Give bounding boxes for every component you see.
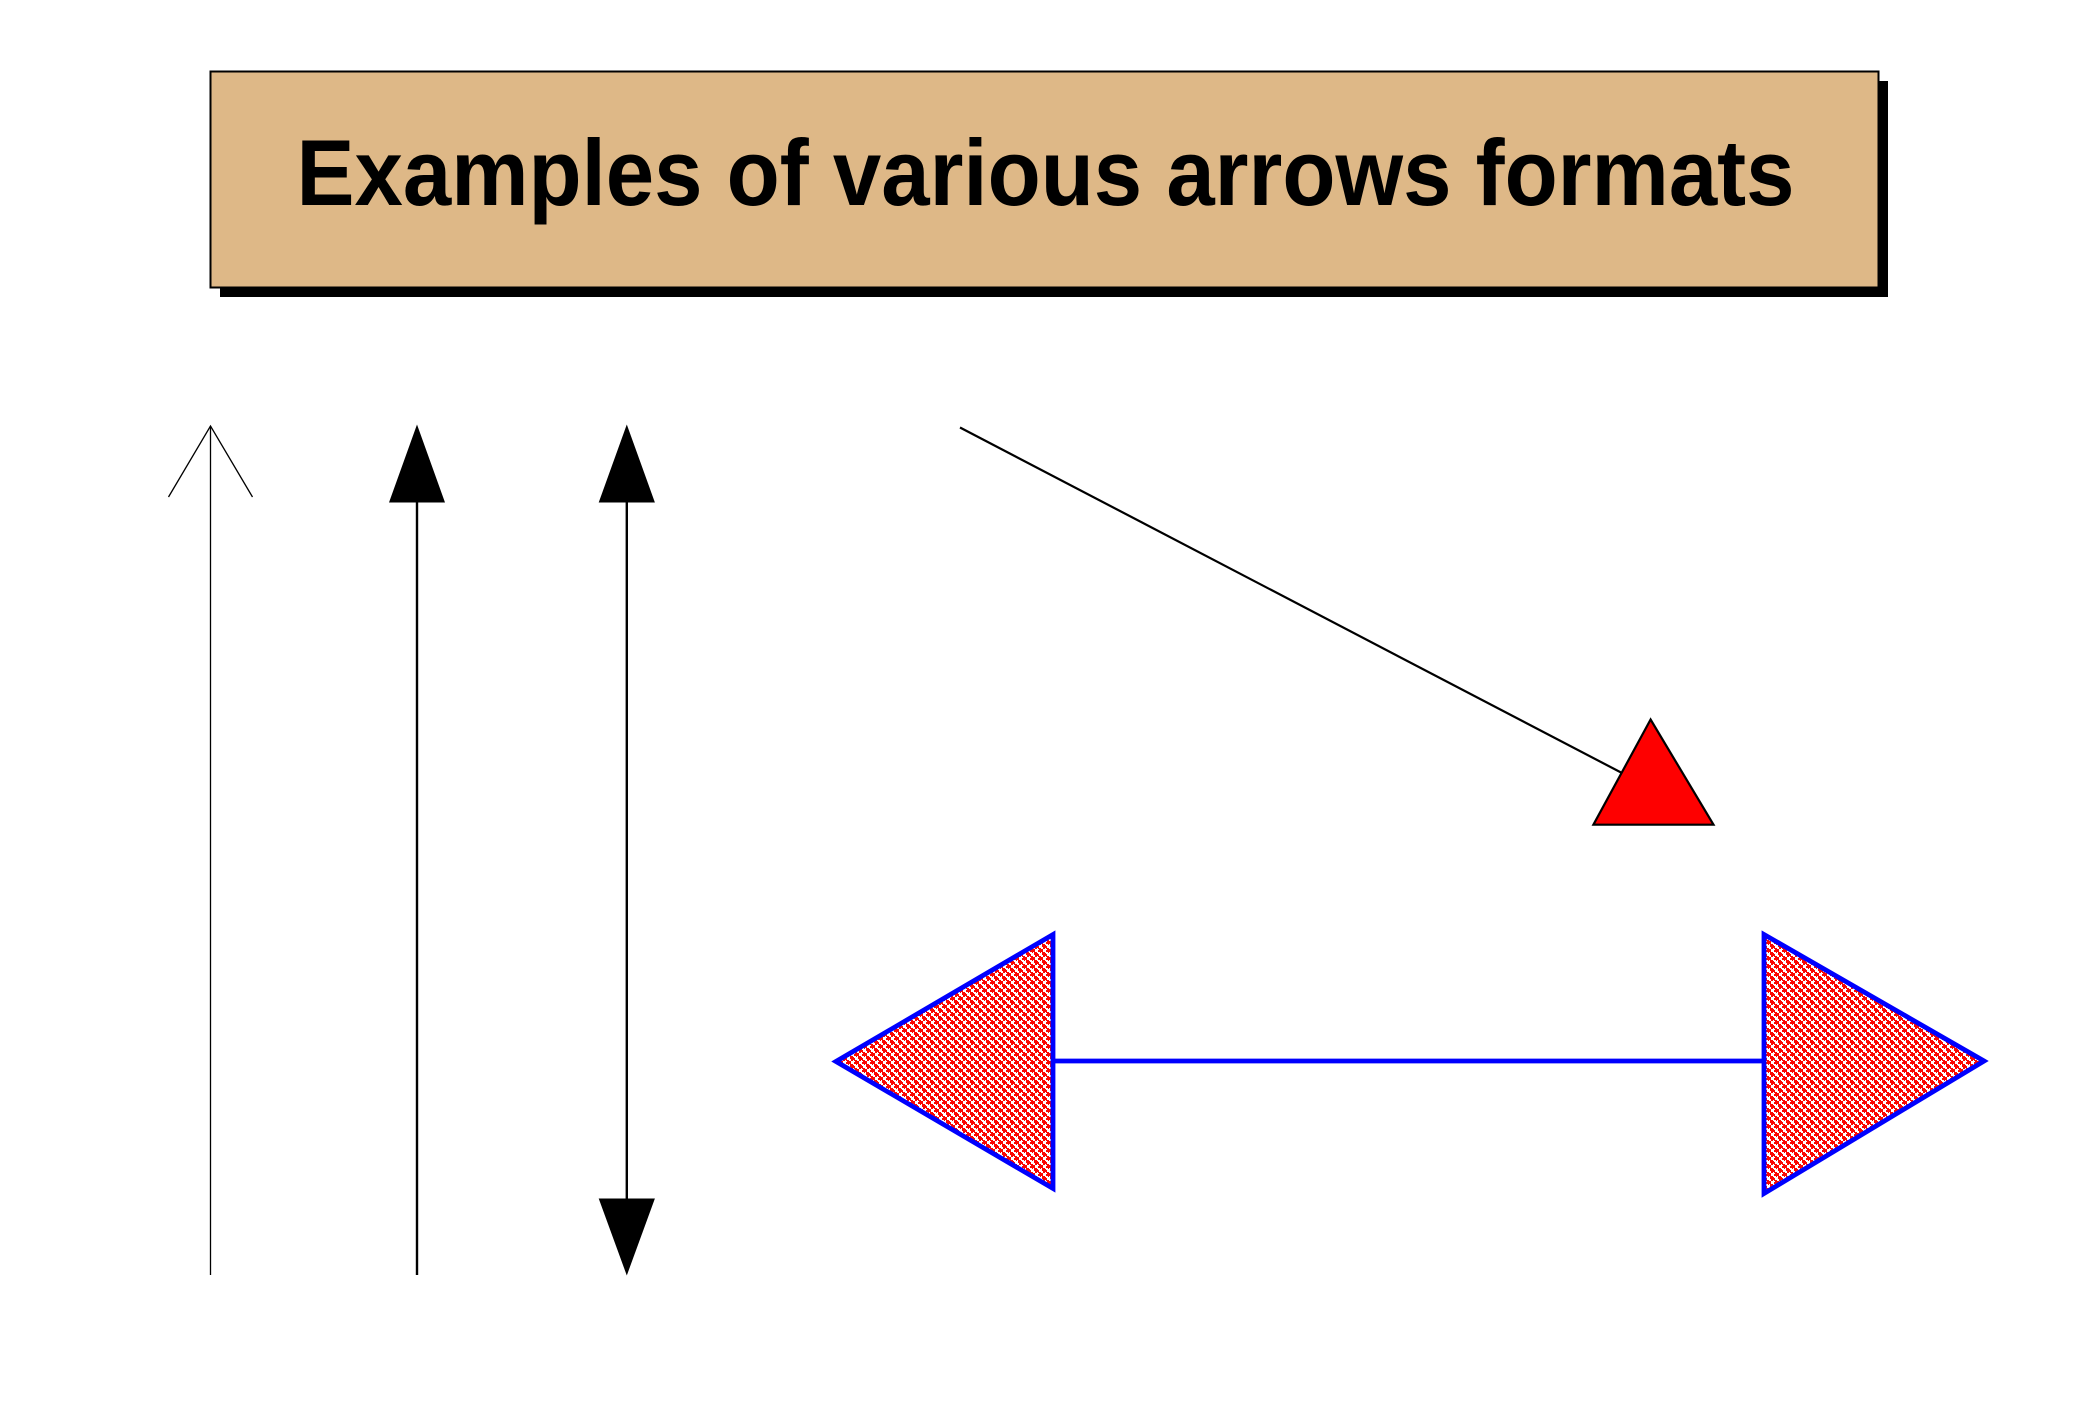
svg-text:Examples of various arrows for: Examples of various arrows formats (297, 120, 1795, 225)
